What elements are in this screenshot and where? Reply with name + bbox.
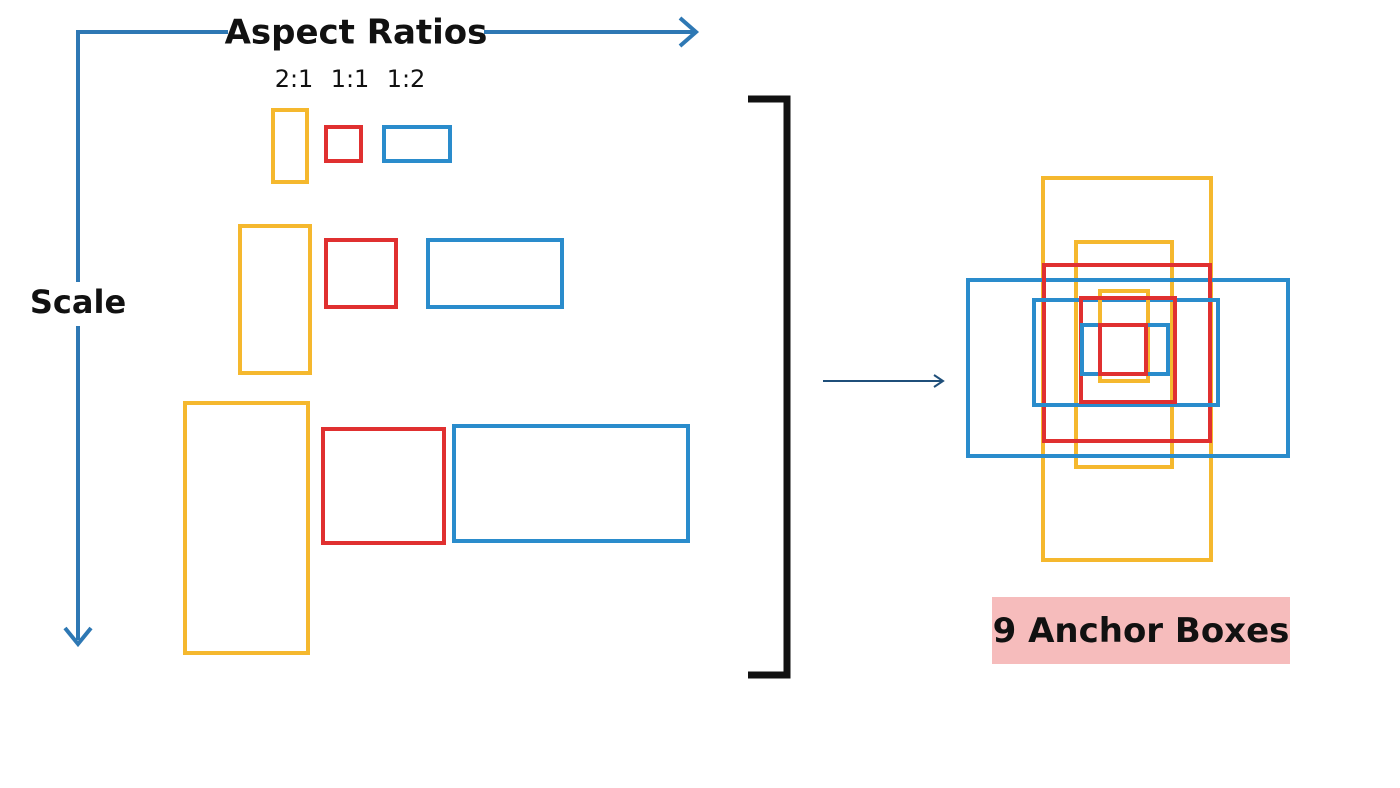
transform-arrowhead-icon — [933, 374, 945, 388]
combined-medium-1-2 — [1032, 298, 1220, 407]
scale-label: Scale — [30, 283, 126, 321]
combined-large-1-1 — [1042, 263, 1212, 443]
anchor-boxes-count-badge: 9 Anchor Boxes — [992, 597, 1290, 664]
anchor-large-1-1 — [321, 427, 446, 545]
combined-large-1-2 — [966, 278, 1290, 458]
ratio-label-2-1: 2:1 — [275, 65, 314, 93]
ratio-label-1-1: 1:1 — [331, 65, 370, 93]
aspect-ratio-arrowhead-icon — [678, 16, 700, 48]
anchor-medium-2-1 — [238, 224, 312, 375]
aspect-ratio-axis-line — [76, 30, 228, 640]
combined-small-1-2 — [1080, 323, 1170, 376]
aspect-ratios-label: Aspect Ratios — [225, 13, 488, 53]
anchor-large-2-1 — [183, 401, 310, 655]
anchor-grid — [183, 108, 690, 655]
combined-anchor-boxes — [966, 176, 1290, 562]
combined-medium-2-1 — [1074, 240, 1174, 469]
anchor-boxes-count-label: 9 Anchor Boxes — [992, 610, 1290, 651]
ratio-label-1-2: 1:2 — [387, 65, 426, 93]
grouping-bracket — [748, 95, 791, 679]
combined-small-2-1 — [1098, 289, 1150, 383]
combined-large-2-1 — [1041, 176, 1213, 562]
transform-arrow — [823, 374, 945, 388]
anchor-medium-1-2 — [426, 238, 564, 309]
anchor-medium-1-1 — [324, 238, 398, 309]
anchor-small-2-1 — [271, 108, 309, 184]
anchor-large-1-2 — [452, 424, 690, 543]
anchor-small-1-2 — [382, 125, 452, 163]
combined-medium-1-1 — [1079, 296, 1177, 404]
anchor-small-1-1 — [324, 125, 363, 163]
scale-label-background — [20, 282, 132, 326]
combined-small-1-1 — [1098, 323, 1148, 376]
scale-arrowhead-icon — [63, 626, 93, 648]
aspect-ratio-axis — [63, 16, 700, 648]
